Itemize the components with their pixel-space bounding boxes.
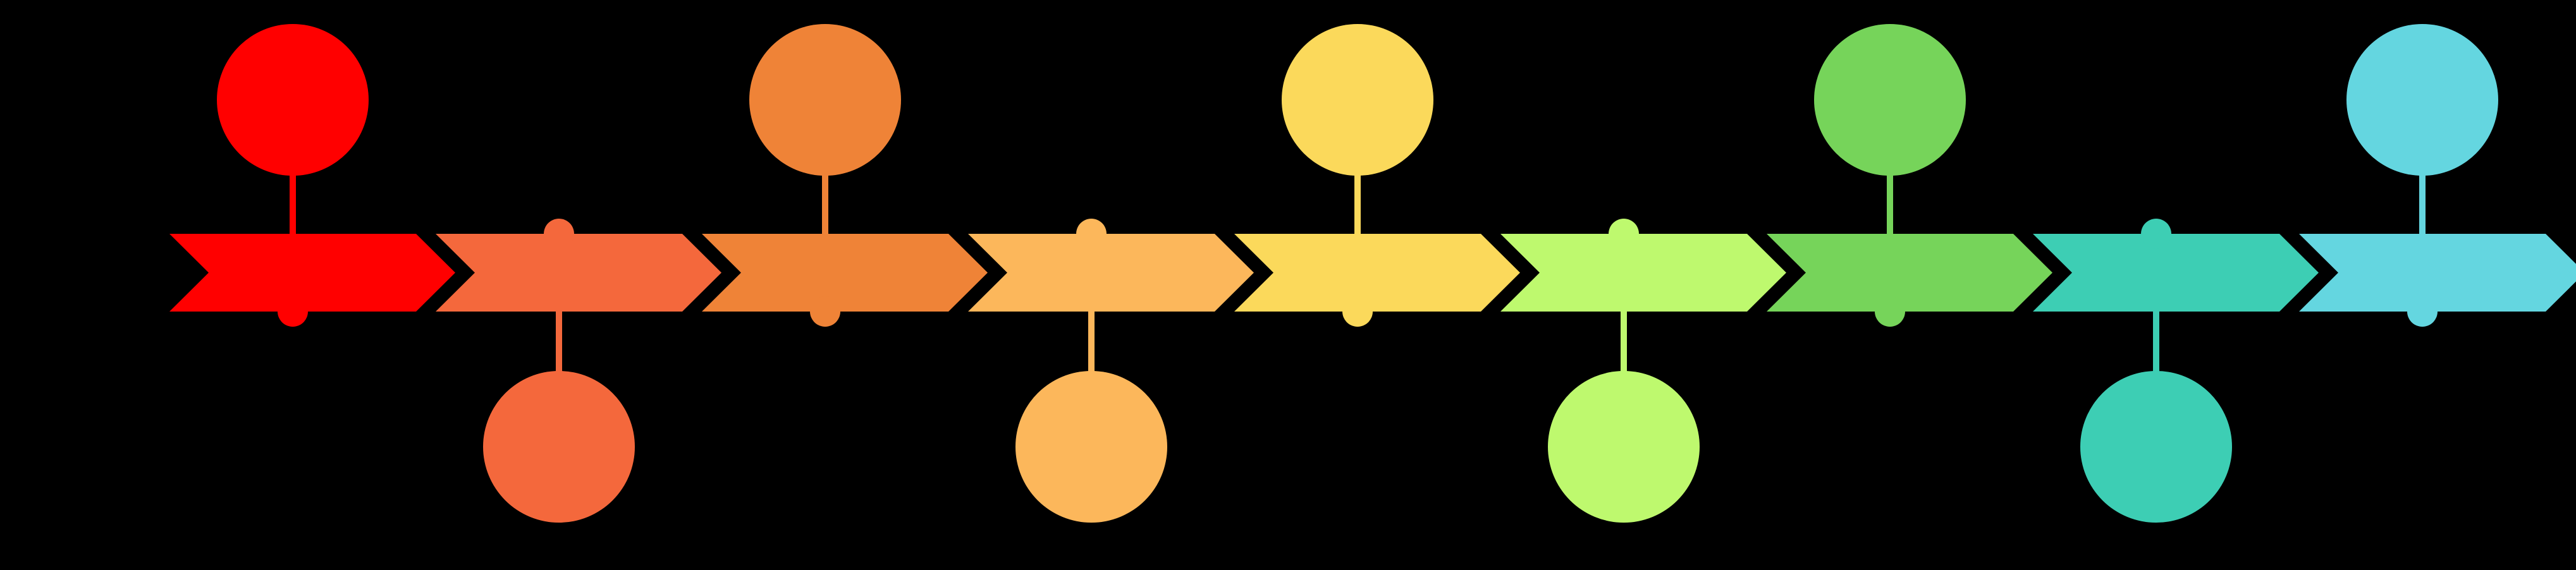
marker-stem-segment-5: [1354, 172, 1361, 234]
marker-stem-segment-2: [556, 312, 562, 375]
marker-nub-segment-1: [278, 296, 308, 327]
marker-circle-segment-5[interactable]: [1282, 24, 1433, 176]
chevron-segment-9[interactable]: [2299, 234, 2576, 312]
chevron-segments-layer: [169, 234, 2576, 312]
marker-nub-segment-9: [2407, 296, 2438, 327]
chevron-segment-8[interactable]: [2033, 234, 2319, 312]
chevron-segment-6[interactable]: [1500, 234, 1786, 312]
chevron-segment-2[interactable]: [436, 234, 721, 312]
marker-segment-8[interactable]: [2080, 219, 2232, 523]
marker-nub-segment-4: [1076, 219, 1107, 249]
marker-segment-1[interactable]: [217, 24, 369, 327]
chevron-segment-7[interactable]: [1767, 234, 2052, 312]
marker-nub-segment-8: [2141, 219, 2171, 249]
marker-nub-segment-7: [1875, 296, 1905, 327]
marker-circle-segment-4[interactable]: [1015, 371, 1167, 523]
marker-circle-segment-7[interactable]: [1814, 24, 1966, 176]
marker-circle-segment-9[interactable]: [2346, 24, 2498, 176]
marker-stem-segment-8: [2153, 312, 2159, 375]
marker-circle-segment-1[interactable]: [217, 24, 369, 176]
marker-nub-segment-6: [1609, 219, 1639, 249]
marker-circle-segment-6[interactable]: [1548, 371, 1700, 523]
marker-segment-4[interactable]: [1015, 219, 1167, 523]
marker-segment-7[interactable]: [1814, 24, 1966, 327]
marker-stem-segment-7: [1887, 172, 1893, 234]
marker-stem-segment-6: [1621, 312, 1627, 375]
marker-circle-segment-3[interactable]: [749, 24, 901, 176]
marker-stem-segment-3: [822, 172, 828, 234]
chevron-segment-1[interactable]: [169, 234, 455, 312]
marker-circle-segment-2[interactable]: [483, 371, 635, 523]
marker-nub-segment-5: [1342, 296, 1373, 327]
marker-stem-segment-4: [1088, 312, 1095, 375]
chevron-segment-4[interactable]: [968, 234, 1254, 312]
marker-nub-segment-2: [544, 219, 574, 249]
chevron-segment-3[interactable]: [702, 234, 988, 312]
marker-segment-6[interactable]: [1548, 219, 1700, 523]
marker-nub-segment-3: [810, 296, 840, 327]
marker-stem-segment-1: [290, 172, 296, 234]
marker-segment-2[interactable]: [483, 219, 635, 523]
marker-circle-segment-8[interactable]: [2080, 371, 2232, 523]
marker-segment-5[interactable]: [1282, 24, 1433, 327]
marker-segment-3[interactable]: [749, 24, 901, 327]
marker-stem-segment-9: [2419, 172, 2426, 234]
marker-segment-9[interactable]: [2346, 24, 2498, 327]
marker-circles-layer: [217, 24, 2498, 523]
chevron-segment-5[interactable]: [1234, 234, 1520, 312]
